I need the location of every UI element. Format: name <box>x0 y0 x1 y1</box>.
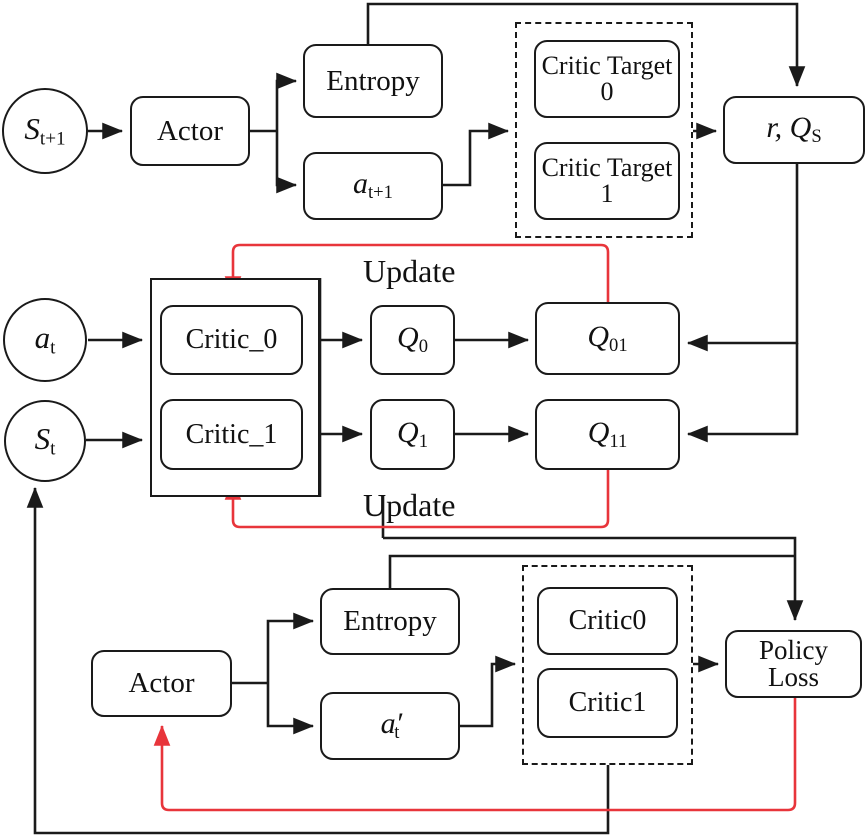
wire-bottom-actor-to-aprime <box>266 683 315 735</box>
critic0-box-bottom[interactable]: Critic0 <box>537 587 678 655</box>
q0-label: Q0 <box>397 321 428 358</box>
critic0-label-bottom: Critic0 <box>568 605 647 636</box>
policy-loss-label-line1: Policy <box>758 635 828 665</box>
wire-policy-loss-to-actor <box>153 698 797 812</box>
state-node-st[interactable]: St <box>4 400 86 482</box>
q0-box[interactable]: Q0 <box>370 305 455 375</box>
wire-aprime-to-critics <box>460 655 517 728</box>
wire-update-bottom <box>224 470 610 529</box>
critic-group-bottom <box>522 565 693 765</box>
policy-loss-label-line2: Loss <box>767 662 819 692</box>
q11-label: Q11 <box>587 415 628 452</box>
wire-rq-to-q11 <box>686 343 799 443</box>
q11-box[interactable]: Q11 <box>535 399 680 470</box>
critic-0-box[interactable]: Critic_0 <box>160 305 303 375</box>
wire-bottom-actor-to-entropy <box>266 612 315 683</box>
state-node-st1[interactable]: St+1 <box>2 88 88 174</box>
action-node-at-label: at <box>34 320 56 359</box>
entropy-box-top-label: Entropy <box>326 64 420 97</box>
wire-action-to-critic-targets <box>443 122 510 187</box>
q01-label: Q01 <box>587 319 628 356</box>
critic-1-box[interactable]: Critic_1 <box>160 399 303 470</box>
q01-box[interactable]: Q01 <box>535 302 680 375</box>
wire-middle-to-policy-loss <box>383 536 804 622</box>
reward-q-label: r, QS <box>766 111 822 148</box>
wire-actor-to-entropy <box>275 72 298 131</box>
update-label-bottom: Update <box>363 487 456 523</box>
wire-rq-to-q01 <box>686 163 799 352</box>
wire-actor-to-action <box>275 131 298 194</box>
critic-target-1-box[interactable]: Critic Target 1 <box>534 142 680 220</box>
action-box-at-prime[interactable]: a′t <box>320 692 460 760</box>
state-node-st-label: St <box>34 421 56 460</box>
wire-entropy-to-rq <box>366 2 806 88</box>
update-label-top: Update <box>363 253 456 289</box>
wire-bottom-entropy-top <box>388 554 795 588</box>
action-box-at1-label: at+1 <box>353 167 393 204</box>
actor-box-bottom-label: Actor <box>128 667 195 699</box>
reward-q-box[interactable]: r, QS <box>723 96 865 164</box>
critic1-label-bottom: Critic1 <box>568 687 647 718</box>
entropy-box-bottom[interactable]: Entropy <box>320 588 460 655</box>
q1-label: Q1 <box>397 415 428 452</box>
critic-target-1-label: Critic Target 1 <box>541 153 673 208</box>
wire-update-top <box>224 243 610 302</box>
actor-box-top[interactable]: Actor <box>130 96 250 166</box>
actor-box-top-label: Actor <box>156 114 224 147</box>
policy-loss-box[interactable]: Policy Loss <box>725 630 862 698</box>
wire-return-to-st <box>26 486 610 835</box>
state-node-st1-label: St+1 <box>24 111 66 150</box>
q1-box[interactable]: Q1 <box>370 399 455 470</box>
entropy-box-top[interactable]: Entropy <box>303 44 443 118</box>
critic-0-label: Critic_0 <box>185 324 278 355</box>
action-node-at[interactable]: at <box>3 298 87 382</box>
critic-target-0-box[interactable]: Critic Target 0 <box>534 40 680 118</box>
critic-1-label: Critic_1 <box>185 418 278 450</box>
critic-target-0-label: Critic Target 0 <box>541 51 673 106</box>
critic1-box-bottom[interactable]: Critic1 <box>537 668 678 738</box>
action-box-at-prime-label: a′t <box>380 707 403 744</box>
actor-box-bottom[interactable]: Actor <box>91 650 232 717</box>
critic-target-group <box>515 22 693 238</box>
action-box-at1[interactable]: at+1 <box>303 152 443 220</box>
entropy-box-bottom-label: Entropy <box>343 605 437 637</box>
